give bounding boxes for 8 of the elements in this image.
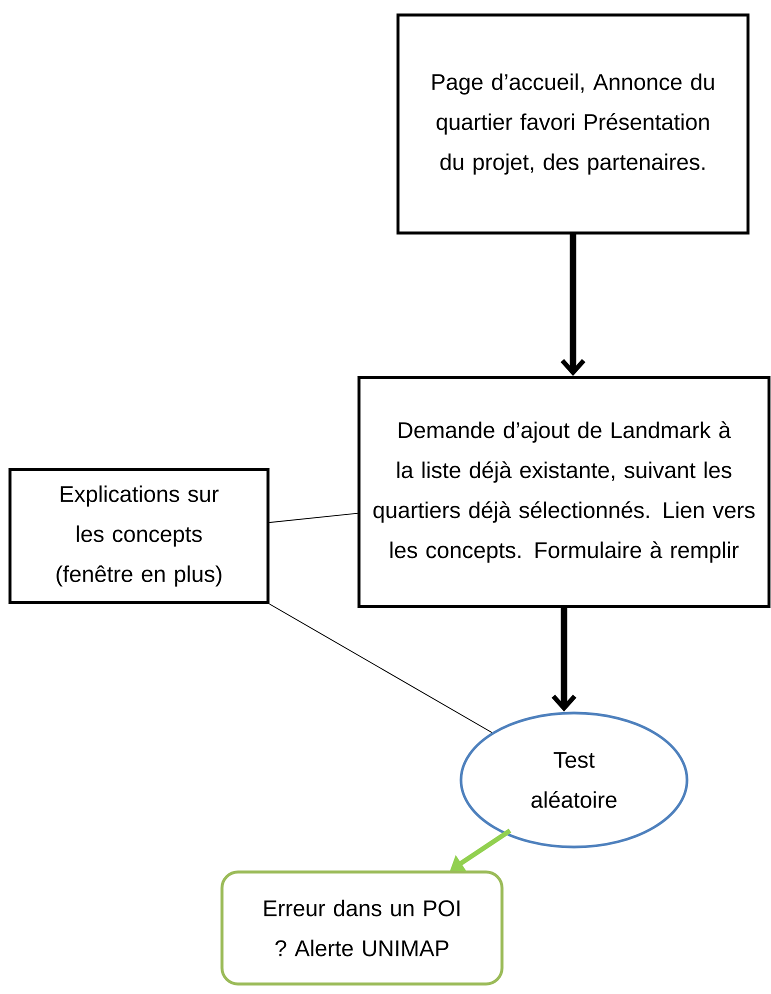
arrow [560, 234, 586, 376]
process-box: Demande d’ajout de Landmark à la liste déjà existante, suivant les quartiers déjà sélectionnés. Lien vers les concepts. Formulaire à remplir [358, 376, 770, 608]
alert-box: Erreur dans un POI ? Alerte UNIMAP [220, 870, 504, 986]
arrow [552, 608, 576, 712]
process-box: Page d’accueil, Annonce du quartier favori Présentation du projet, des partenaires. [396, 14, 750, 234]
process-box: Explications sur les concepts (fenêtre en plus) [8, 468, 270, 604]
connector-line [269, 512, 358, 523]
connector-line [269, 604, 492, 733]
